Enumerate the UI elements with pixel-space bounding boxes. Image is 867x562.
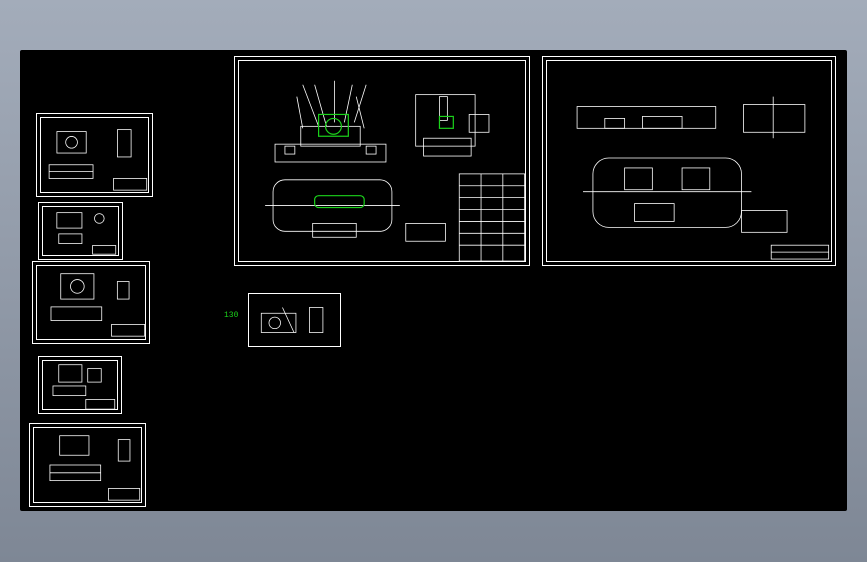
drawing-canvas[interactable]: 130	[20, 50, 847, 511]
part-sketch	[56, 212, 117, 255]
part-sketch	[49, 435, 141, 501]
drawing-sheet-thumb-4[interactable]	[38, 356, 122, 414]
drawing-sheet-thumb-5[interactable]	[29, 423, 146, 507]
drawing-sheet-thumb-1[interactable]	[36, 113, 153, 197]
part-sketch	[576, 96, 830, 260]
drawing-sheet-thumb-3[interactable]	[32, 261, 150, 344]
part-sketch	[260, 307, 324, 333]
part-sketch	[50, 273, 146, 337]
part-sketch	[52, 364, 116, 410]
highlight-geometry	[314, 113, 454, 209]
zoom-label: 130	[224, 311, 239, 320]
drawing-sheet-small-block[interactable]	[248, 293, 341, 347]
part-sketch	[48, 129, 148, 191]
drawing-sheet-fixture-assembly[interactable]	[234, 56, 530, 266]
assembly-sketch	[265, 80, 526, 262]
drawing-sheet-fixture-base[interactable]	[542, 56, 836, 266]
drawing-sheet-thumb-2[interactable]	[38, 202, 123, 260]
